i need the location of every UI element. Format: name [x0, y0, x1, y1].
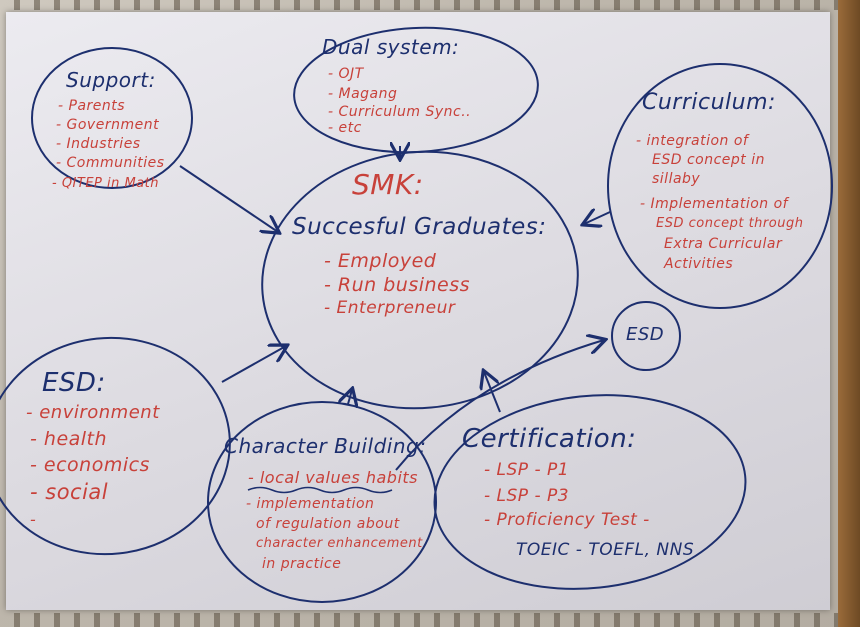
certification-item: - Proficiency Test -	[484, 510, 650, 530]
dual-system-item: - etc	[328, 120, 362, 136]
certification-title: Certification:	[462, 424, 637, 454]
curriculum-item: - integration of	[636, 133, 749, 149]
curriculum-item: Extra Curricular	[664, 236, 783, 252]
support-title: Support:	[66, 68, 156, 92]
dual-system-item: - Curriculum Sync..	[328, 104, 472, 120]
center-title: SMK:	[352, 168, 424, 201]
dual-system-item: - Magang	[328, 86, 398, 102]
support-item: - Industries	[56, 136, 141, 152]
center-subtitle: Succesful Graduates:	[292, 214, 547, 240]
pegboard-bottom-edge	[0, 613, 860, 627]
certification-item: - LSP - P1	[484, 460, 570, 480]
support-item: - QITEP in Math	[52, 176, 160, 191]
character-item: of regulation about	[256, 516, 400, 532]
support-item: - Parents	[58, 98, 126, 114]
wooden-frame-edge	[838, 0, 860, 627]
esd-item: - environment	[26, 402, 160, 423]
curriculum-item: - Implementation of	[640, 196, 789, 212]
esd-item: - economics	[30, 454, 150, 476]
esd-item: -	[30, 510, 37, 529]
underline-wavy	[247, 486, 393, 494]
certification-item: - LSP - P3	[484, 486, 570, 506]
esd-small-label: ESD	[626, 324, 665, 345]
center-item: - Employed	[324, 250, 437, 272]
character-item: - implementation	[246, 496, 375, 512]
curriculum-item: sillaby	[652, 171, 701, 187]
arrow-certification-to-center	[484, 372, 501, 413]
character-item: in practice	[262, 556, 342, 572]
character-item: - local values habits	[248, 468, 419, 487]
esd-bubble	[0, 336, 231, 556]
esd-small-bubble	[611, 301, 681, 371]
dual-system-item: - OJT	[328, 66, 364, 82]
support-item: - Communities	[56, 155, 165, 171]
arrow-support-to-center	[179, 165, 278, 232]
character-item: character enhancement	[256, 536, 423, 551]
dual-system-title: Dual system:	[322, 35, 460, 59]
support-bubble	[31, 47, 193, 189]
curriculum-item: Activities	[664, 256, 734, 272]
flipchart-paper	[6, 12, 830, 610]
pegboard-top-edge	[0, 0, 860, 10]
character-title: Character Building:	[224, 434, 427, 458]
certification-bubble	[433, 394, 747, 590]
esd-title: ESD:	[42, 368, 106, 398]
certification-item: TOEIC - TOEFL, NNS	[516, 540, 695, 560]
curriculum-bubble	[607, 63, 833, 309]
support-item: - Government	[56, 117, 160, 133]
character-bubble	[207, 401, 437, 603]
center-item: - Run business	[324, 274, 471, 296]
esd-item: - social	[30, 480, 109, 504]
esd-item: - health	[30, 428, 108, 450]
arrow-esd-to-center	[221, 346, 286, 383]
curriculum-item: ESD concept through	[656, 216, 804, 231]
curriculum-item: ESD concept in	[652, 152, 765, 168]
arrow-curriculum-to-center	[584, 212, 611, 224]
arrow-character-to-center	[348, 390, 352, 404]
arrow-to-esd-small	[395, 340, 604, 471]
curriculum-title: Curriculum:	[642, 90, 776, 115]
center-item: - Enterpreneur	[324, 298, 456, 318]
